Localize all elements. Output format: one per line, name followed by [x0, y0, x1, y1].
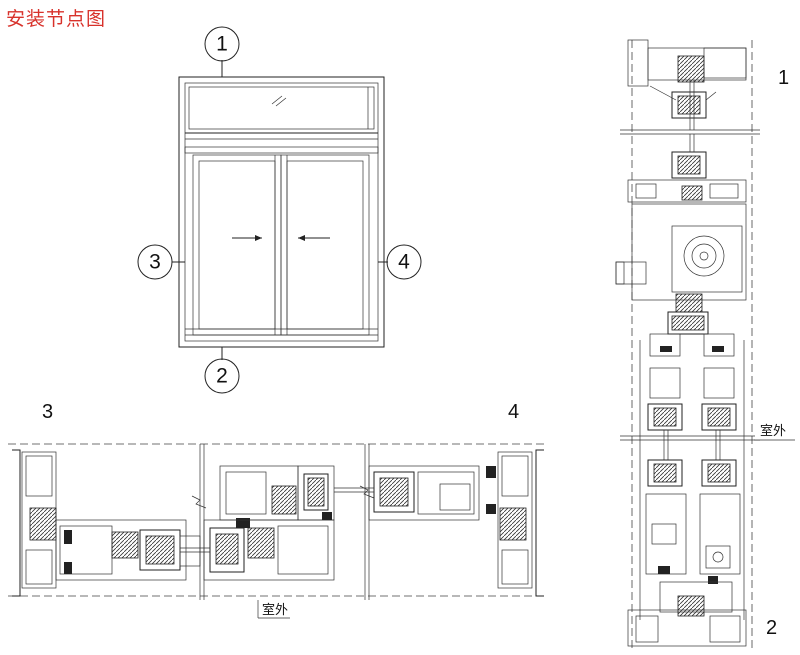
callout-1-label: 1 [216, 33, 228, 56]
callout-4 [386, 244, 422, 280]
page-title: 安装节点图 [6, 8, 107, 30]
callout-3 [137, 244, 173, 280]
outside-label-horizontal: 室外 [262, 602, 288, 618]
callout-1 [204, 26, 240, 62]
section-label-2: 2 [766, 617, 777, 639]
window-elevation: 1 2 3 4 [137, 26, 422, 394]
callout-2 [204, 358, 240, 394]
outside-label-vertical: 室外 [760, 423, 786, 439]
section-label-4: 4 [508, 401, 519, 423]
callout-3-label: 3 [149, 251, 161, 274]
section-label-1: 1 [778, 67, 789, 89]
callout-4-label: 4 [398, 251, 410, 274]
horizontal-section: 3 4 [8, 401, 548, 619]
section-label-3: 3 [42, 401, 53, 423]
callout-2-label: 2 [216, 365, 228, 388]
vertical-section: 1 2 [615, 39, 795, 650]
